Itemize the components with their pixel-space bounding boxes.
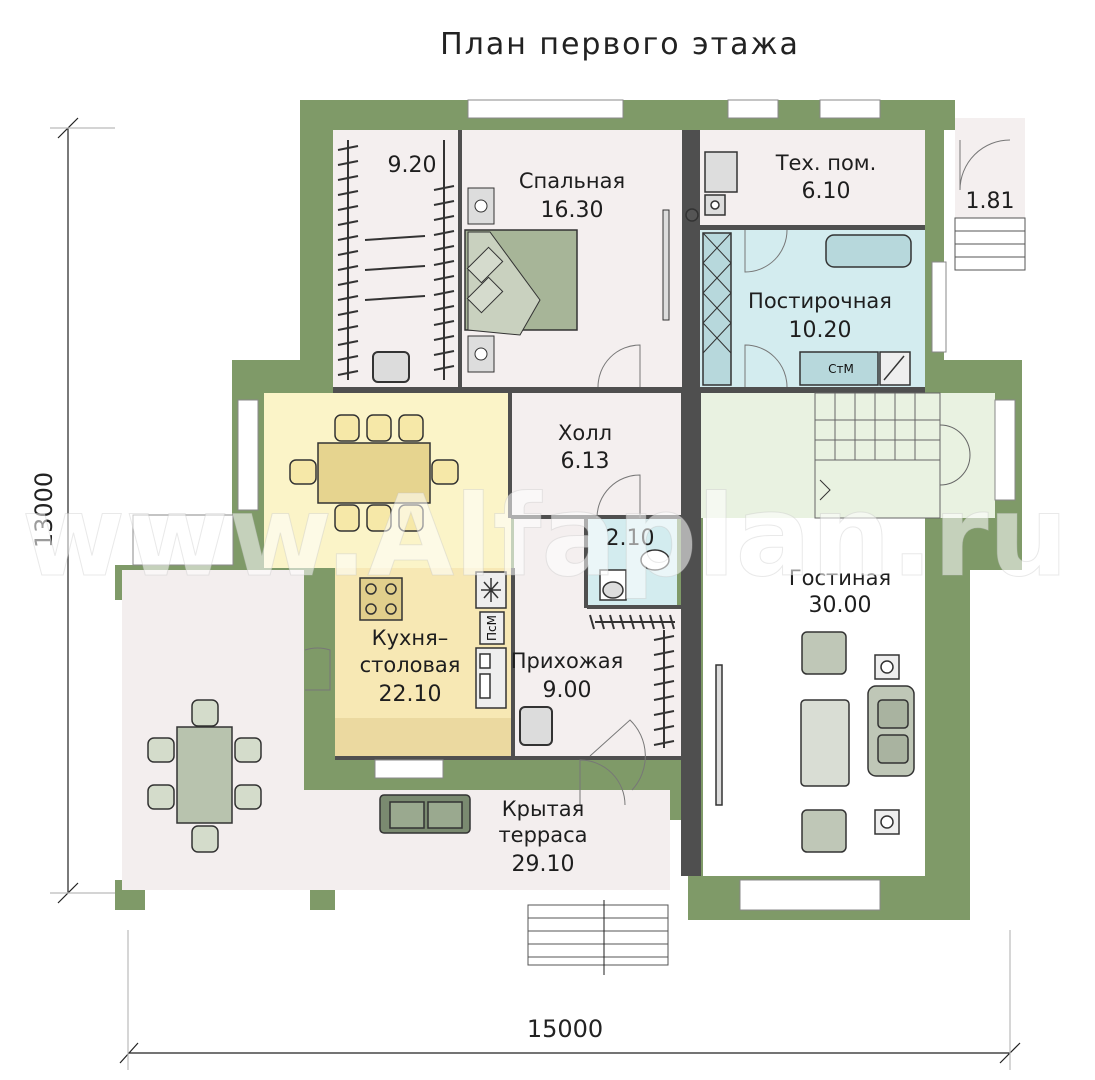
- room-porch-floor: [955, 118, 1025, 218]
- dishwasher-label: ПсМ: [485, 615, 499, 641]
- living-area: 30.00: [809, 593, 872, 618]
- entry-wardrobe: [589, 614, 675, 748]
- hall-area: 6.13: [561, 449, 610, 474]
- terrace-name-line1: Крытая: [502, 797, 585, 821]
- doors: [304, 139, 1011, 806]
- laundry-fixtures: [702, 232, 912, 386]
- boiler-icon: [685, 151, 738, 222]
- entry-name: Прихожая: [511, 649, 623, 673]
- laundry-name: Постирочная: [748, 289, 892, 313]
- wc-fixtures: [599, 549, 670, 601]
- dining-table-icon: [289, 414, 459, 532]
- hall-name: Холл: [558, 421, 612, 445]
- dimension-height-label: 13000: [30, 472, 58, 548]
- terrace-furniture: [147, 699, 471, 853]
- room-hall-floor: [511, 393, 681, 518]
- closet-area: 9.20: [388, 153, 437, 178]
- kitchen-name-line2: столовая: [360, 653, 461, 677]
- closet-racks: [337, 140, 455, 380]
- kitchen-fixtures: [359, 571, 507, 709]
- tech-room-name: Тех. пом.: [775, 151, 877, 175]
- kitchen-name-line1: Кухня–: [372, 626, 449, 650]
- porch-area: 1.81: [966, 189, 1015, 214]
- wc-area: 2.10: [606, 526, 655, 551]
- watermark: www.Alfaplan.ru: [22, 472, 1069, 602]
- interior-walls: [333, 130, 925, 876]
- living-name: Гостиная: [789, 566, 891, 590]
- bedroom-name: Спальная: [519, 169, 625, 193]
- dimension-vertical: [50, 117, 115, 904]
- kitchen-area: 22.10: [379, 682, 442, 707]
- entry-bench: [519, 706, 553, 746]
- living-furniture: [715, 631, 915, 853]
- room-terrace-floor-2: [304, 790, 670, 890]
- plan-title: План первого этажа: [440, 27, 800, 62]
- laundry-area: 10.20: [789, 318, 852, 343]
- porch-steps: [954, 217, 1026, 271]
- staircase: [814, 392, 971, 519]
- dimension-horizontal: [119, 930, 1021, 1070]
- windows: [132, 99, 1016, 911]
- entry-steps: [527, 900, 669, 975]
- bed-icon: [464, 187, 578, 373]
- room-stairs-floor: [700, 393, 995, 518]
- dimension-width-label: 15000: [527, 1015, 603, 1043]
- room-closet-floor: [333, 130, 458, 387]
- room-entry-floor-2: [514, 518, 587, 608]
- tech-room-area: 6.10: [802, 179, 851, 204]
- room-kitchen-strip: [335, 718, 511, 756]
- ottoman: [372, 351, 410, 383]
- entry-area: 9.00: [543, 678, 592, 703]
- room-labels: 9.20 Спальная 16.30 Тех. пом. 6.10 1.81 …: [360, 151, 1015, 877]
- bedroom-area: 16.30: [541, 198, 604, 223]
- terrace-name-line2: терраса: [498, 823, 587, 847]
- terrace-area: 29.10: [512, 852, 575, 877]
- washer-label: СтМ: [828, 362, 854, 376]
- tv-bedroom: [662, 209, 670, 321]
